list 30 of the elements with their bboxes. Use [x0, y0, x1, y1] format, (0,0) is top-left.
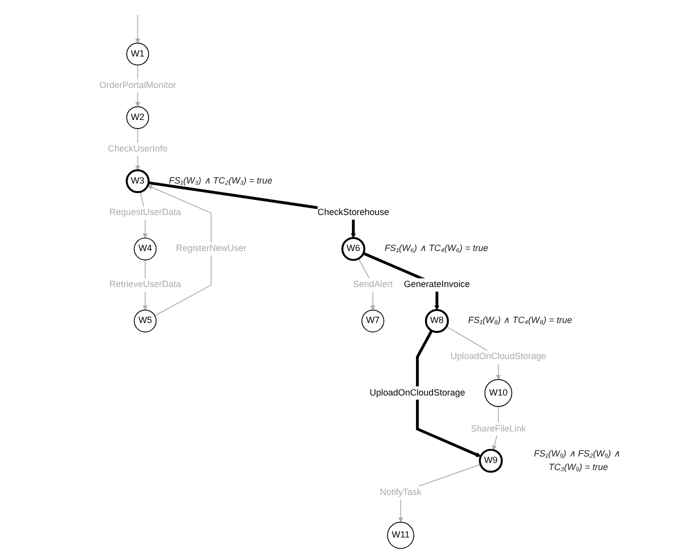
edge-label: ShareFileLink [470, 422, 526, 436]
state-circle: W8 [424, 309, 449, 333]
edge-label: CheckUserInfo [108, 142, 168, 156]
state-circle: W7 [362, 310, 384, 332]
edge-label: GenerateInvoice [404, 278, 470, 292]
state-circle: W3 [126, 169, 150, 194]
edge-label: RegisterNewUser [176, 242, 246, 256]
edge-label: UploadOnCloudStorage [450, 350, 546, 364]
formula-text: FS₁(W₈) ∧ TC₄(W₈) = true [468, 314, 572, 328]
state-circle: W10 [484, 379, 512, 407]
formula-text: FS₁(W₃) ∧ TC₂(W₃) = true [168, 175, 272, 188]
state-circle: W4 [134, 238, 157, 260]
thick-arrow [416, 330, 481, 457]
formula-text: FS₁(W₉) ∧ FS₂(W₉) ∧ TC₃(W₉) = true [532, 448, 622, 474]
formula-text: FS₁(W₆) ∧ TC₄(W₆) = true [384, 242, 488, 256]
edge-label: OrderPortalMonitor [99, 79, 176, 93]
edge-label: CheckStorehouse [318, 206, 390, 220]
state-circle: W5 [134, 310, 157, 332]
edge-label: RequestUserData [109, 206, 181, 220]
arrow [135, 14, 140, 44]
edge-label: NotifyTask [380, 486, 422, 500]
state-circle: W6 [341, 237, 366, 261]
state-circle: W9 [478, 448, 503, 473]
edge-label: SendAlert [353, 278, 393, 292]
state-circle: W2 [126, 106, 150, 129]
state-circle: W11 [387, 522, 414, 549]
edge-label: UploadOnCloudStorage [370, 386, 466, 400]
edge-label: RetrieveUserData [109, 278, 181, 292]
state-circle: W1 [126, 42, 150, 66]
arrow [148, 185, 212, 316]
